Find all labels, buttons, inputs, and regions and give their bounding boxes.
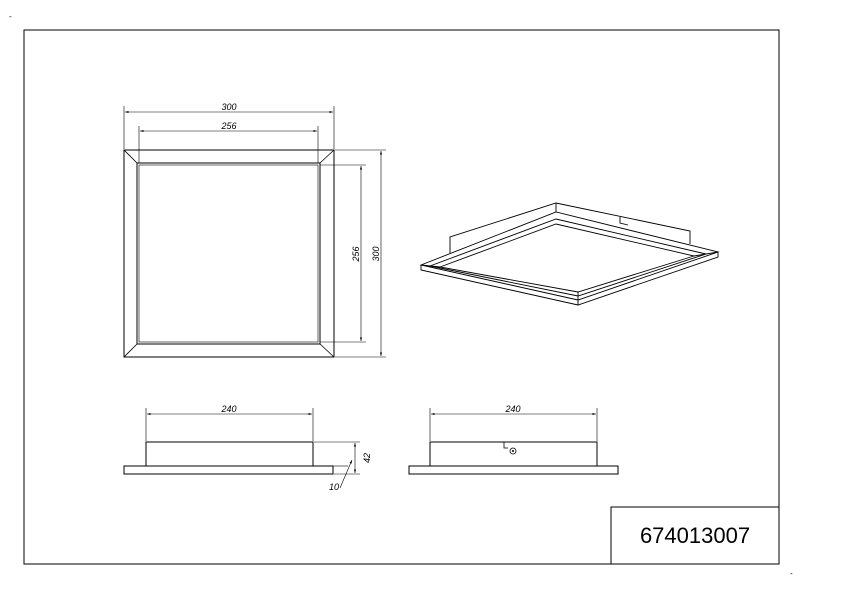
side-left-body [145,441,314,467]
title-block [610,506,780,565]
top-view-bevel [136,162,321,345]
side-view-left: 240 42 10 [123,404,372,492]
dim-inner-width: 256 [220,121,236,131]
dim-outer-width: 300 [221,102,236,112]
top-view: 300 256 256 300 [123,102,386,358]
isometric-view [419,202,720,306]
dim-inner-height: 256 [351,246,361,262]
dim-side-left-height: 42 [362,453,372,463]
top-view-diffuser [138,164,319,343]
dim-plate-thickness: 10 [329,482,339,492]
dim-side-right-width: 240 [504,404,520,414]
dim-leader-plate-thickness [339,459,353,489]
top-view-outer-frame [123,149,335,358]
corner-mark-top-left: - [9,12,12,21]
dim-outer-height: 300 [371,246,381,261]
article-number: 674013007 [640,523,750,548]
corner-mark-bottom-right: - [790,569,793,578]
side-right-plate [408,465,619,475]
dim-side-left-width: 240 [220,404,236,414]
side-left-plate [123,465,334,475]
drawing-frame [23,29,780,565]
cable-entry-icon [509,447,517,455]
side-view-right: 240 [408,404,619,475]
